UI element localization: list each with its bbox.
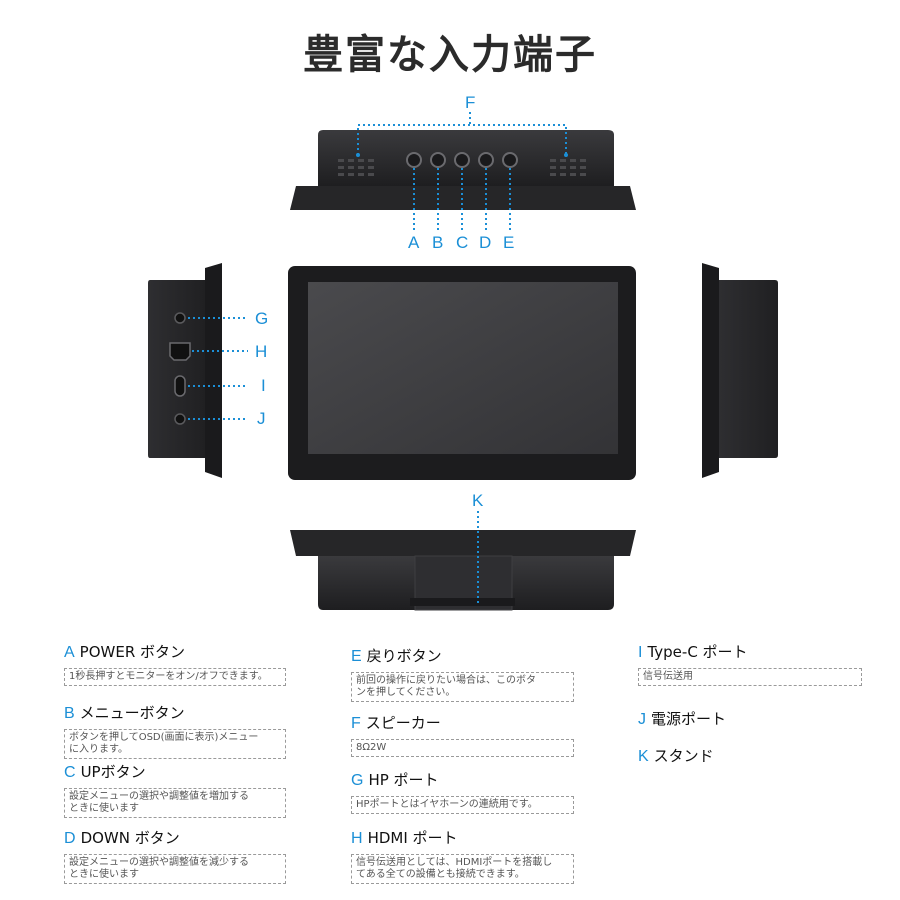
callout-f: F [465,93,476,112]
legend-name: Type-C ポート [647,643,748,661]
legend-name: スタンド [653,747,714,765]
callout-k: K [472,491,484,510]
legend-name: HDMI ポート [367,829,458,847]
legend-desc: ボタンを押してOSD(画面に表示)メニュー に入ります。 [64,729,286,759]
legend-key: H [351,830,363,847]
legend-desc: 設定メニューの選択や調整値を増加する ときに使います [64,788,286,818]
legend-name: 電源ポート [651,710,727,728]
legend-key: A [64,644,75,661]
legend-name: HP ポート [368,771,439,789]
legend-key: J [638,711,646,728]
front-view [288,266,636,480]
legend-key: C [64,764,76,781]
legend-name: DOWN ボタン [80,829,180,847]
callout-g: G [255,309,269,328]
legend-key: F [351,715,361,732]
callout-i: I [261,376,266,395]
callout-a: A [408,233,420,252]
legend-key: E [351,648,362,665]
monitor-illustration [148,112,778,611]
callout-h: H [255,342,268,361]
legend-key: G [351,772,364,789]
legend-desc: 信号伝送用 [638,668,862,686]
legend-desc: 前回の操作に戻りたい場合は、このボタ ンを押してください。 [351,672,574,702]
legend-desc: 1秒長押すとモニターをオン/オフできます。 [64,668,286,686]
legend-desc: 8Ω2W [351,739,574,757]
callout-c: C [456,233,469,252]
legend-key: I [638,644,643,661]
legend-desc: HPポートとはイヤホーンの連続用です。 [351,796,574,814]
legend-key: K [638,748,649,765]
top-view [290,112,636,233]
callout-d: D [479,233,492,252]
page-title: 豊富な入力端子 [303,32,597,78]
right-side-view [702,263,778,478]
legend-name: スピーカー [365,714,441,732]
legend-key: D [64,830,76,847]
legend-item-j: J 電源ポート [638,709,862,730]
legend-desc: 信号伝送用としては、HDMIポートを搭載し てある全ての設備とも接続できます。 [351,854,574,884]
callout-j: J [257,409,266,428]
callout-e: E [503,233,515,252]
legend-key: B [64,705,75,722]
legend-name: 戻りボタン [366,647,442,665]
legend-desc: 設定メニューの選択や調整値を減少する ときに使います [64,854,286,884]
legend-name: メニューボタン [79,704,185,722]
left-side-view [148,263,248,478]
legend-name: POWER ボタン [79,643,186,661]
legend-name: UPボタン [80,763,146,781]
bottom-view [290,511,636,611]
callout-b: B [432,233,444,252]
